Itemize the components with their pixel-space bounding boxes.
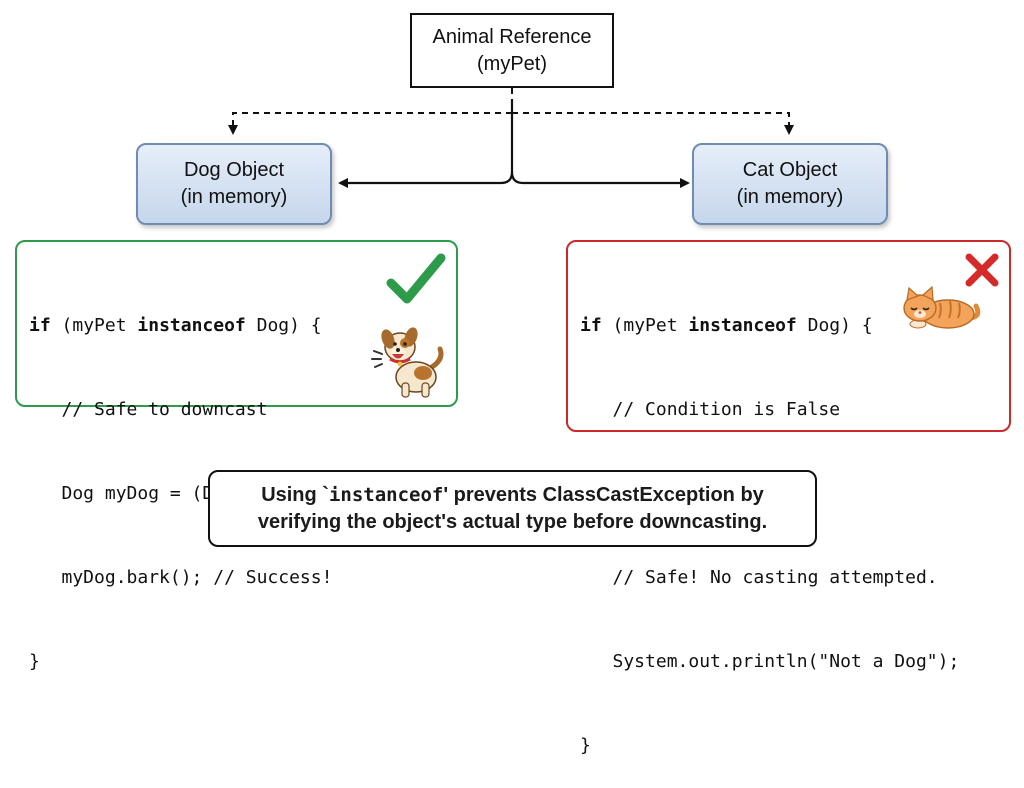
code-text: (myPet — [601, 315, 689, 336]
check-mark-icon — [386, 253, 446, 304]
cat-code-block: if (myPet instanceof Dog) { // Condition… — [566, 240, 1011, 756]
cat-object-title: Cat Object — [742, 159, 838, 181]
code-line: myDog.bark(); // Success! — [29, 567, 333, 588]
connector-lines — [228, 88, 794, 188]
reference-variable: (myPet) — [477, 52, 547, 75]
sleeping-cat-illustration-icon — [903, 285, 981, 329]
cross-mark-icon — [965, 253, 999, 287]
dog-object-title: Dog Object — [183, 159, 285, 181]
code-line: if (myPet instanceof Dog) { — [29, 312, 456, 340]
code-line: // Safe to downcast — [29, 399, 268, 420]
explanation-note: Using `instanceof' prevents ClassCastExc… — [208, 470, 817, 547]
code-keyword: if — [29, 315, 51, 336]
note-code: instanceof — [328, 483, 444, 506]
code-line: // Condition is False — [580, 399, 841, 420]
animal-reference-box: Animal Reference (myPet) — [410, 13, 614, 88]
code-keyword: if — [580, 315, 602, 336]
code-line: if (myPet instanceof Dog) { — [580, 312, 1009, 340]
code-text: Dog) { — [245, 315, 322, 336]
note-text: ' prevents ClassCastException by — [443, 483, 764, 506]
code-keyword: instanceof — [137, 315, 246, 336]
dog-object-box: Dog Object (in memory) — [136, 143, 332, 225]
dog-object-subtitle: (in memory) — [180, 186, 288, 208]
dog-illustration-icon — [371, 327, 444, 398]
cat-object-subtitle: (in memory) — [736, 186, 844, 208]
reference-title: Animal Reference — [432, 25, 592, 48]
code-line: // Safe! No casting attempted. — [580, 567, 938, 588]
code-text: Dog) { — [796, 315, 873, 336]
solid-connector — [338, 100, 690, 188]
code-text: (myPet — [50, 315, 138, 336]
note-line: verifying the object's actual type befor… — [257, 510, 768, 533]
code-keyword: instanceof — [688, 315, 797, 336]
note-line: Using `instanceof' prevents ClassCastExc… — [261, 482, 764, 509]
note-text: Using ` — [261, 483, 329, 506]
code-line: } — [580, 735, 591, 756]
code-line: System.out.println("Not a Dog"); — [580, 651, 960, 672]
cat-object-box: Cat Object (in memory) — [692, 143, 888, 225]
code-line: } — [29, 651, 40, 672]
